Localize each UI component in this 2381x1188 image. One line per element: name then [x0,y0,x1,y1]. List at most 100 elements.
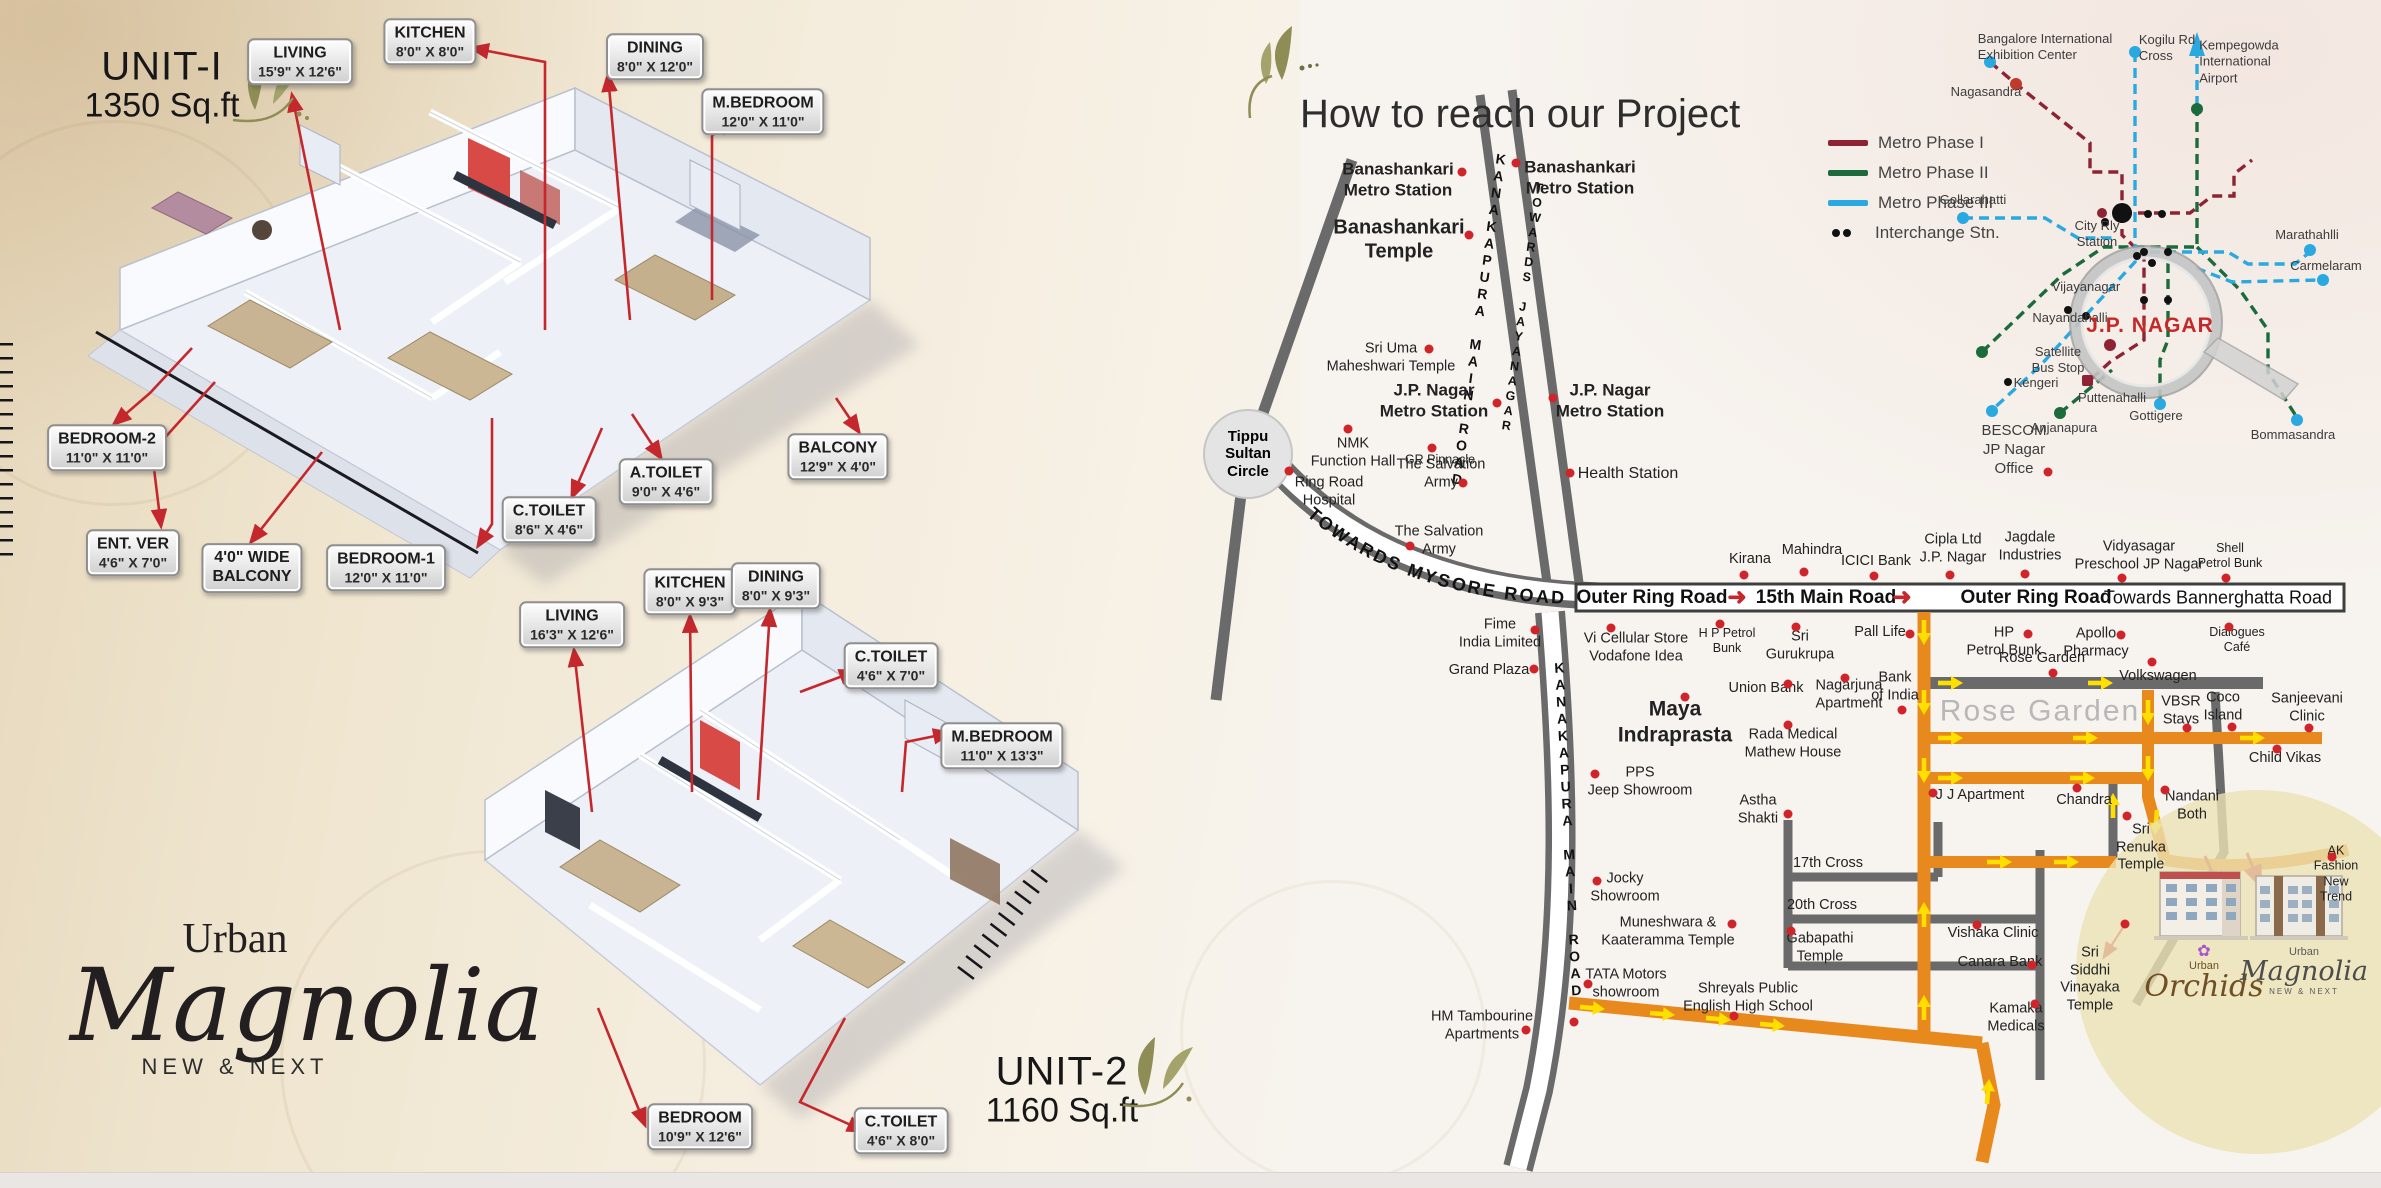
poi-dot [1458,478,1468,488]
poi-dot [2072,783,2082,793]
metro-station-dots [1957,46,2329,426]
station-biec: Bangalore International Exhibition Cente… [1977,30,2113,62]
orchids-map-logo: ✿ Urban Orchids [2144,943,2264,1005]
poi-jj-apartment: J J Apartment [1935,787,2025,804]
legend-phase1: Metro Phase I [1828,133,1984,153]
poi-vishaka-clinic: Vishaka Clinic [1947,925,2039,942]
station-bommasandra: Bommasandra [2250,426,2336,442]
poi-dot [2023,629,2033,639]
poi-dot [2030,999,2040,1009]
building-magnolia [2250,875,2348,940]
poi-dot [1457,167,1467,177]
poi-vi-cellular: Vi Cellular Store Vodafone Idea [1583,630,1689,664]
road-bar-bannerghatta: Towards Bannerghatta Road [2103,587,2333,608]
poi-dot [1548,393,1558,403]
poi-pall-life: Pall Life [1854,624,1906,641]
poi-dot [1592,876,1602,886]
poi-dot [1530,625,1540,635]
poi-dot [1405,541,1415,551]
legend-swatch-phase3 [1828,200,1868,206]
magnolia-map-logo: Urban Magnolia NEW & NEXT [2239,946,2369,997]
road-bar-outer-ring-2: Outer Ring Road [1960,587,2112,608]
poi-dot [1945,570,1955,580]
poi-dot [1897,705,1907,715]
poi-kirana: Kirana [1729,551,1771,568]
poi-dialogues-cafe: Dialogues Café [2209,624,2265,654]
poi-pps-jeep: PPS Jeep Showroom [1587,764,1693,798]
station-puttenahalli: Puttenahalli [2078,389,2146,405]
poi-muneshwara: Muneshwara & Kaateramma Temple [1601,914,1735,948]
poi-dot [2117,573,2127,583]
station-gollarahatti: Gollarahatti [1939,191,2007,207]
road-arrow-icon: ➜ [1727,583,1747,610]
interchange-icon [1832,229,1851,237]
poi-astha-shakti: Astha Shakti [1737,792,1779,826]
poi-dot [1464,230,1474,240]
station-satellite: Satellite Bus Stop [2031,343,2085,375]
poi-apollo: Apollo Pharmacy [2063,625,2129,659]
poi-ak-fashion: AK Fashion New Trend [2313,843,2359,904]
poi-hp-petrol-2: HP Petrol Bunk [1966,624,2042,658]
poi-icici-bank: ICICI Bank [1840,553,1912,570]
poi-banashankari-metro-right: Banashankari Metro Station [1524,157,1636,197]
legend-interchange: Interchange Stn. [1832,223,2000,243]
floor-plan-unit2 [483,590,1125,1120]
station-kogilu: Kogilu Rd Cross [2138,31,2196,63]
poi-dot [1972,920,1982,930]
legend-phase2: Metro Phase II [1828,163,1989,183]
station-gottigere: Gottigere [2129,407,2183,423]
poi-maya-indraprasta: Maya Indraprasta [1617,697,1733,746]
station-nayandahalli: Nayandahalli [2032,309,2108,325]
road-bar-outer-ring-1: Outer Ring Road [1576,587,1728,608]
poi-dot [1511,158,1521,168]
urban-magnolia-logo: Urban Magnolia NEW & NEXT [70,915,544,1080]
poi-dot [2272,744,2282,754]
poi-dot [2116,630,2126,640]
poi-dot [2227,722,2237,732]
poi-dot [1727,919,1737,929]
poi-20th-cross: 20th Cross [1786,897,1858,914]
poi-nandani: Nandani Both [2164,788,2220,822]
poi-dot [1783,720,1793,730]
poi-kamaka: Kamaka Medicals [1987,1000,2045,1034]
poi-gr-pinnacle: GR Pinnacle [1404,452,1476,467]
poi-dot [1905,629,1915,639]
poi-vidyasagar: Vidyasagar Preschool JP Nagar [2074,538,2204,572]
poi-sri-siddhi: Sri Siddhi Vinayaka Temple [2060,944,2120,1014]
legend-swatch-phase1 [1828,140,1868,146]
poi-jp-metro-right: J.P. Nagar Metro Station [1555,380,1665,420]
outer-ring-road-bar [1574,582,2346,613]
poi-coco-island: Coco Island [2203,689,2243,723]
poi-dot [1427,443,1437,453]
logo-urban: Urban [182,916,288,962]
poi-rose-garden: Rose Garden [1998,650,2086,667]
poi-volkswagen: Volkswagen [2119,668,2197,685]
poi-dot [1583,979,1593,989]
building-orchids [2154,871,2248,940]
poi-dot [1739,570,1749,580]
poi-dot [2221,573,2231,583]
poi-dot [2027,960,2037,970]
poi-dot [1606,623,1616,633]
tippu-sultan-circle: Tippu Sultan Circle [1203,409,1293,499]
poi-rada-medical: Rada Medical Mathew House [1744,726,1842,760]
leaf-ornament-unit2 [1122,1037,1193,1108]
poi-dot [1569,1017,1579,1027]
poi-dot [2020,569,2030,579]
leaf-ornament-title [1248,26,1319,119]
project-site [2076,790,2381,1154]
poi-dot [1791,622,1801,632]
poi-dot [2182,723,2192,733]
poi-dot [2160,785,2170,795]
poi-dot [2304,723,2314,733]
poi-dot [1284,466,1294,476]
